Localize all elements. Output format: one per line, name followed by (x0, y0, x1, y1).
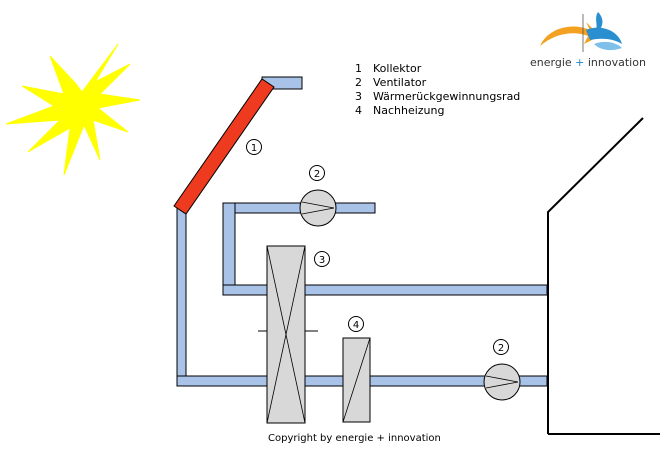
marker-collector: 1 (246, 139, 262, 155)
logo-text: energie + innovation (530, 56, 646, 69)
house-outline (547, 117, 660, 435)
fan-bottom (483, 363, 521, 401)
logo-word-innovation: innovation (587, 56, 646, 69)
legend-label: Ventilator (373, 76, 427, 89)
legend-number: 1 (355, 62, 362, 75)
marker-collector-label: 1 (251, 143, 257, 154)
logo-icon (540, 12, 622, 52)
marker-fan-top-label: 2 (314, 169, 320, 180)
duct-supply-vertical (176, 207, 187, 379)
legend-item: 2 Ventilator (355, 76, 520, 90)
logo-plus: + (575, 56, 585, 69)
marker-fan-top: 2 (309, 165, 325, 181)
collector (173, 78, 275, 215)
heater (342, 337, 371, 423)
copyright-text: Copyright by energie + innovation (268, 433, 441, 444)
legend-item: 4 Nachheizung (355, 104, 520, 118)
marker-wheel: 3 (314, 251, 330, 267)
logo-word-energie: energie (530, 56, 572, 69)
legend-number: 2 (355, 76, 362, 89)
duct-exhaust-top (222, 202, 376, 214)
heat-recovery-wheel (258, 245, 318, 424)
legend-item: 3 Wärmerückgewinnungsrad (355, 90, 520, 104)
legend: 1 Kollektor 2 Ventilator 3 Wärmerückgewinnu… (355, 62, 520, 118)
duct-exhaust-vertical (222, 202, 236, 296)
legend-number: 4 (355, 104, 362, 117)
marker-heater-label: 4 (353, 320, 359, 331)
marker-fan-bottom-label: 2 (498, 343, 504, 354)
marker-wheel-label: 3 (319, 255, 325, 266)
legend-label: Wärmerückgewinnungsrad (373, 90, 521, 103)
legend-number: 3 (355, 90, 362, 103)
legend-item: 1 Kollektor (355, 62, 520, 76)
marker-fan-bottom: 2 (493, 339, 509, 355)
marker-heater: 4 (348, 316, 364, 332)
legend-label: Nachheizung (373, 104, 445, 117)
fan-top (299, 189, 337, 227)
sun-icon (5, 43, 141, 176)
legend-label: Kollektor (373, 62, 422, 75)
